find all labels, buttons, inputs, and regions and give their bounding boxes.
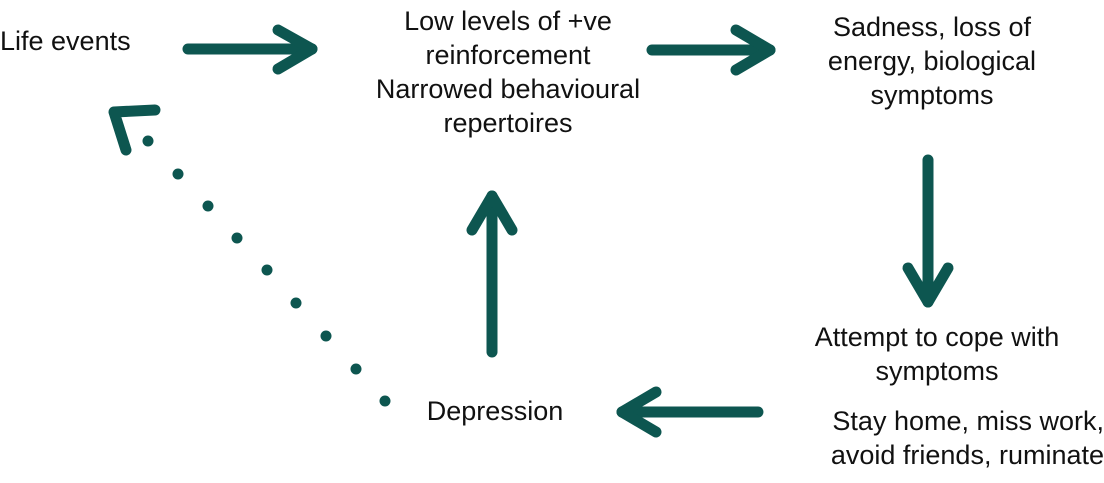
node-sadness-line-2: energy, biological <box>827 46 1037 76</box>
node-stay-home-line-2: avoid friends, ruminate <box>830 440 1104 470</box>
node-sadness-line-1: Sadness, loss of <box>832 12 1032 42</box>
arrow-sadness-to-attempt <box>902 154 954 308</box>
arrow-depression-to-low <box>466 190 518 358</box>
node-sadness-line-3: symptoms <box>870 80 994 110</box>
node-low-reinforcement-line-2: reinforcement <box>425 40 591 70</box>
node-low-reinforcement-line-3: Narrowed behavioural <box>375 74 641 104</box>
node-depression-text: Depression <box>426 396 564 426</box>
node-sadness: Sadness, loss of energy, biological symp… <box>782 10 1082 112</box>
node-attempt-line-1: Attempt to cope with <box>814 322 1060 352</box>
arrow-life-to-low <box>182 24 318 75</box>
node-low-reinforcement: Low levels of +ve reinforcement Narrowed… <box>318 4 698 140</box>
node-low-reinforcement-line-1: Low levels of +ve <box>404 6 612 36</box>
node-low-reinforcement-line-4: repertoires <box>443 108 573 138</box>
arrow-depression-to-life-dotted <box>108 104 391 407</box>
node-stay-home-line-1: Stay home, miss work, <box>832 406 1104 436</box>
arrow-stayhome-to-depression <box>616 386 764 438</box>
node-life-events-text: Life events <box>0 26 131 56</box>
node-attempt-line-2: symptoms <box>875 356 999 386</box>
node-stay-home: Stay home, miss work, avoid friends, rum… <box>760 404 1104 472</box>
arrow-low-to-sadness <box>646 24 776 76</box>
node-attempt-to-cope: Attempt to cope with symptoms <box>770 320 1104 388</box>
node-depression: Depression <box>395 394 595 428</box>
node-life-events: Life events <box>0 24 170 58</box>
